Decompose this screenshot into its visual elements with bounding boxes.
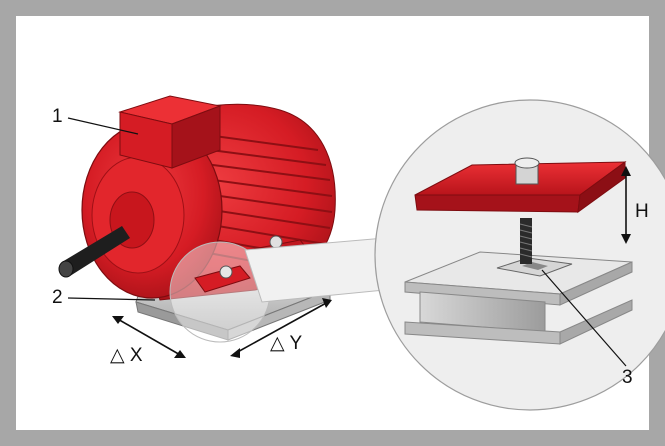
hold-down-bolt: [519, 218, 533, 264]
electric-motor: [58, 95, 336, 341]
y-dimension-arrow: [230, 298, 332, 358]
leader-3: [541, 269, 627, 367]
leader-2: [67, 297, 156, 301]
leader-1: [67, 117, 139, 135]
callout-label-2: 2: [52, 287, 63, 308]
steel-i-beam: [404, 251, 633, 345]
magnifier-source-circle: [169, 241, 271, 343]
dimension-label-h: H: [635, 201, 649, 222]
terminal-box: [118, 95, 222, 169]
callout-label-1: 1: [52, 106, 63, 127]
bolt-head: [514, 157, 540, 185]
zoom-detail-circle: [374, 99, 665, 411]
callout-leaders: [67, 117, 627, 367]
dimension-label-x: △ X: [110, 345, 143, 366]
callout-label-3: 3: [622, 367, 633, 388]
dimension-label-y: △ Y: [270, 333, 303, 354]
x-dimension-arrow: [112, 316, 186, 358]
motor-shaft: [58, 226, 130, 278]
height-dimension-arrow: [621, 166, 631, 244]
